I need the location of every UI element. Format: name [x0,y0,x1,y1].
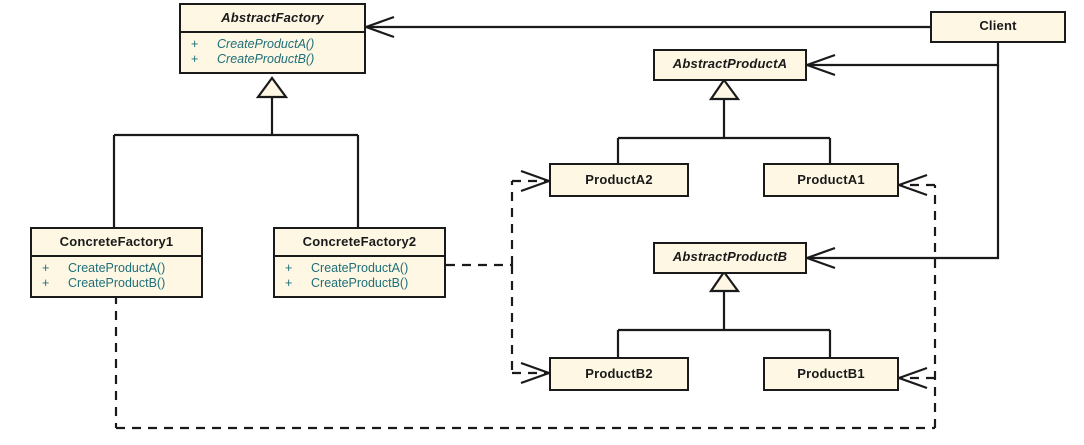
class-members-abstract-factory: + CreateProductA() + CreateProductB() [181,31,364,72]
class-box-product-b1[interactable]: ProductB1 [763,357,899,391]
member-signature: CreateProductB() [68,276,166,290]
class-name-product-a1: ProductA1 [797,172,865,187]
class-box-abstract-product-a[interactable]: AbstractProductA [653,49,807,81]
member-signature: CreateProductB() [217,52,315,66]
class-box-concrete-factory-1[interactable]: ConcreteFactory1 + CreateProductA() + Crea… [30,227,203,298]
class-box-product-a1[interactable]: ProductA1 [763,163,899,197]
class-name-concrete-factory-2: ConcreteFactory2 [302,234,417,249]
class-box-concrete-factory-2[interactable]: ConcreteFactory2 + CreateProductA() + Crea… [273,227,446,298]
arrowhead-concrete-factory-1-to-product-a1 [898,173,928,197]
member-signature: CreateProductA() [217,37,315,51]
member-visibility: + [285,261,293,275]
member-visibility: + [191,52,199,66]
class-member: + CreateProductB() [181,52,364,67]
class-box-client[interactable]: Client [930,11,1066,43]
member-visibility: + [285,276,293,290]
class-name-product-a2: ProductA2 [585,172,653,187]
class-member: + CreateProductB() [275,276,444,291]
edge-client-to-abstract-factory [365,15,930,39]
class-name-client: Client [979,18,1017,33]
class-name-product-b1: ProductB1 [797,366,865,381]
class-box-product-b2[interactable]: ProductB2 [549,357,689,391]
arrowhead-concrete-factory-2-to-product-a2 [520,169,550,193]
class-members-concrete-factory-2: + CreateProductA() + CreateProductB() [275,255,444,296]
member-visibility: + [42,261,50,275]
member-signature: CreateProductA() [68,261,166,275]
class-member: + CreateProductB() [32,276,201,291]
class-name-abstract-product-a: AbstractProductA [672,56,788,71]
edge-products-a-to-abstract-product-a [616,78,832,163]
edge-concrete-factory-1-to-products-1 [114,183,937,430]
class-members-concrete-factory-1: + CreateProductA() + CreateProductB() [32,255,201,296]
class-member: + CreateProductA() [275,261,444,276]
class-name-abstract-product-b: AbstractProductB [672,249,788,264]
class-name-product-b2: ProductB2 [585,366,653,381]
member-visibility: + [42,276,50,290]
class-member: + CreateProductA() [32,261,201,276]
class-name-abstract-factory: AbstractFactory [221,10,324,25]
member-signature: CreateProductB() [311,276,409,290]
class-member: + CreateProductA() [181,37,364,52]
class-box-product-a2[interactable]: ProductA2 [549,163,689,197]
class-box-abstract-product-b[interactable]: AbstractProductB [653,242,807,274]
class-name-concrete-factory-1: ConcreteFactory1 [59,234,174,249]
edge-concrete-factories-to-abstract-factory [112,76,360,227]
arrowhead-concrete-factory-1-to-product-b1 [898,366,928,390]
member-signature: CreateProductA() [311,261,409,275]
edge-concrete-factory-2-to-products-2 [446,179,549,375]
arrowhead-concrete-factory-2-to-product-b2 [520,361,550,385]
member-visibility: + [191,37,199,51]
edge-client-to-abstract-product-a [806,42,1000,77]
class-box-abstract-factory[interactable]: AbstractFactory + CreateProductA() + Creat… [179,3,366,74]
edge-products-b-to-abstract-product-b [616,270,832,357]
